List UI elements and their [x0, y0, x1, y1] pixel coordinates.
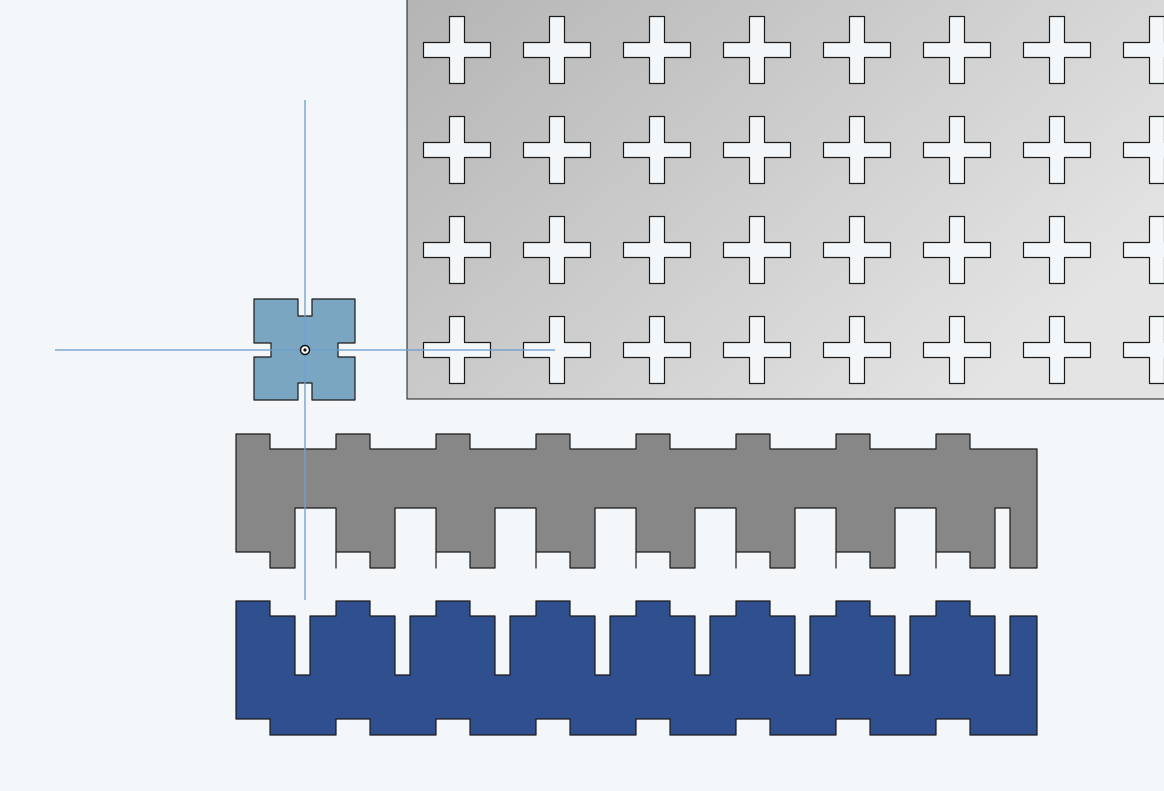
cross-hole: [1022, 15, 1092, 85]
gray-slotted-strip[interactable]: [235, 433, 1038, 569]
cross-hole: [522, 115, 592, 185]
cross-hole: [922, 315, 992, 385]
perforated-plate[interactable]: [406, 0, 1164, 400]
cross-hole: [1122, 15, 1164, 85]
cross-hole: [722, 315, 792, 385]
plate-body: [406, 0, 1164, 400]
cross-hole: [922, 115, 992, 185]
cross-hole: [722, 215, 792, 285]
cross-hole: [822, 215, 892, 285]
cross-hole: [722, 15, 792, 85]
cross-hole: [522, 315, 592, 385]
cross-hole: [1022, 115, 1092, 185]
cross-hole: [822, 15, 892, 85]
cross-hole: [1022, 215, 1092, 285]
cross-hole: [522, 15, 592, 85]
blue-slotted-strip[interactable]: [235, 600, 1038, 736]
cross-hole: [1122, 315, 1164, 385]
cross-hole: [422, 115, 492, 185]
cross-hole: [422, 15, 492, 85]
cross-hole: [922, 215, 992, 285]
cross-hole: [922, 15, 992, 85]
cross-hole: [522, 215, 592, 285]
cross-hole: [722, 115, 792, 185]
cross-hole: [622, 15, 692, 85]
cross-hole: [622, 115, 692, 185]
cross-hole: [1122, 215, 1164, 285]
cross-hole: [822, 115, 892, 185]
cross-hole: [1022, 315, 1092, 385]
cross-hole: [1122, 115, 1164, 185]
cross-hole: [622, 315, 692, 385]
origin-point-icon[interactable]: [299, 344, 311, 356]
cross-hole: [822, 315, 892, 385]
cross-hole: [422, 215, 492, 285]
cross-hole: [622, 215, 692, 285]
